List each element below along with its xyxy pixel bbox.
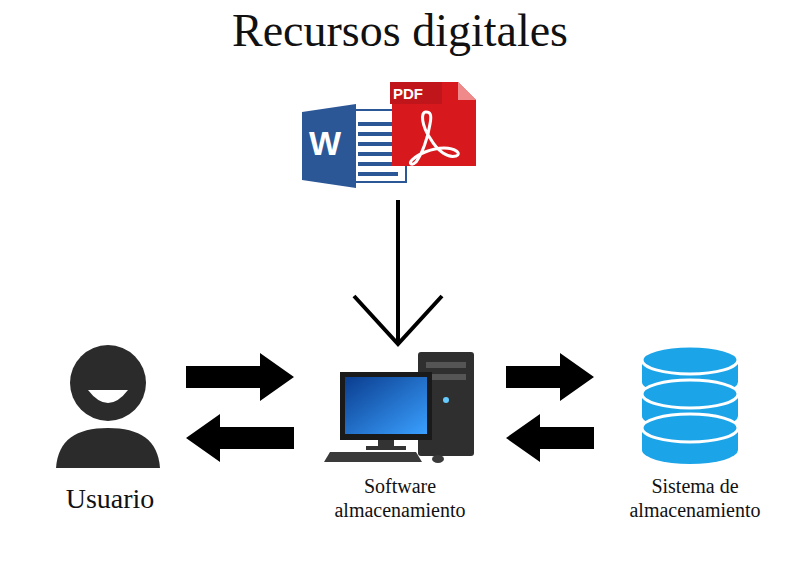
- block-arrow: [506, 353, 594, 401]
- pdf-label: PDF: [393, 85, 439, 103]
- block-arrow: [506, 414, 594, 462]
- thin-arrow: [354, 200, 442, 344]
- block-arrow: [186, 414, 294, 462]
- user-icon: Usuario: [40, 340, 180, 530]
- node-label: Sistema de almacenamiento: [600, 474, 790, 522]
- node-label: Usuario: [40, 482, 180, 516]
- document-icons: W PDF: [298, 78, 482, 190]
- database-icon: Sistema de almacenamiento: [600, 340, 790, 535]
- word-letter: W: [309, 123, 345, 164]
- block-arrow: [186, 353, 294, 401]
- node-label: Software almacenamiento: [300, 474, 500, 522]
- diagram-title: Recursos digitales: [0, 4, 800, 57]
- computer-icon: Software almacenamiento: [300, 340, 500, 530]
